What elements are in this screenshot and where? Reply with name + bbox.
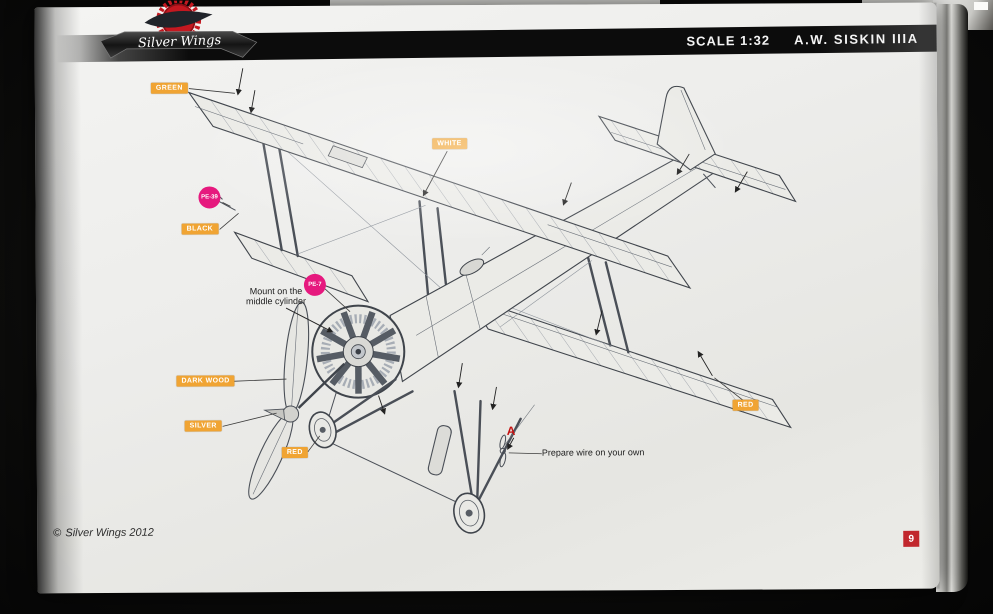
wire-generator-part bbox=[499, 404, 535, 468]
logo-ribbon bbox=[100, 30, 258, 59]
logo-text: Silver Wings bbox=[138, 33, 222, 51]
paint-label-green: GREEN bbox=[150, 82, 188, 94]
page-edge-stack bbox=[936, 4, 968, 592]
cockpit bbox=[459, 246, 490, 276]
copyright-text: Silver Wings 2012 bbox=[65, 526, 154, 540]
copyright-symbol: © bbox=[53, 527, 62, 540]
paint-label-red-left: RED bbox=[281, 446, 308, 459]
radial-engine bbox=[297, 304, 406, 409]
tail-fin bbox=[656, 85, 716, 189]
top-right-page-tab bbox=[974, 2, 988, 10]
logo-aircraft-icon bbox=[144, 11, 213, 28]
manual-page: SCALE 1:32 A.W. SISKIN IIIA Silver Wings bbox=[34, 0, 940, 594]
leader-lines bbox=[188, 88, 744, 455]
paint-label-white: WHITE bbox=[432, 138, 467, 150]
interplane-struts bbox=[261, 140, 630, 354]
top-page-sliver bbox=[330, 0, 660, 7]
rigging-wires bbox=[281, 145, 613, 347]
paint-label-red-right: RED bbox=[732, 399, 759, 411]
marker-a-label: A bbox=[506, 423, 516, 438]
biplane-diagram bbox=[187, 68, 797, 534]
wheels bbox=[308, 411, 486, 534]
mount-note: Mount on the middle cylinder bbox=[245, 285, 307, 307]
page-number: 9 bbox=[903, 530, 920, 547]
copyright: ©Silver Wings 2012 bbox=[53, 527, 154, 540]
propeller bbox=[248, 301, 310, 500]
pe-badge-39: PE-39 bbox=[198, 186, 221, 209]
callout-arrows bbox=[235, 68, 748, 415]
top-wing bbox=[187, 91, 692, 289]
paint-label-dark-wood: DARK WOOD bbox=[176, 375, 235, 387]
paint-label-silver: SILVER bbox=[184, 420, 222, 432]
wire-note: Prepare wire on your own bbox=[541, 447, 645, 458]
silver-wings-logo: Silver Wings bbox=[100, 0, 258, 59]
paint-label-black: BLACK bbox=[181, 223, 219, 235]
landing-gear bbox=[326, 378, 522, 509]
lower-wings bbox=[233, 231, 792, 429]
